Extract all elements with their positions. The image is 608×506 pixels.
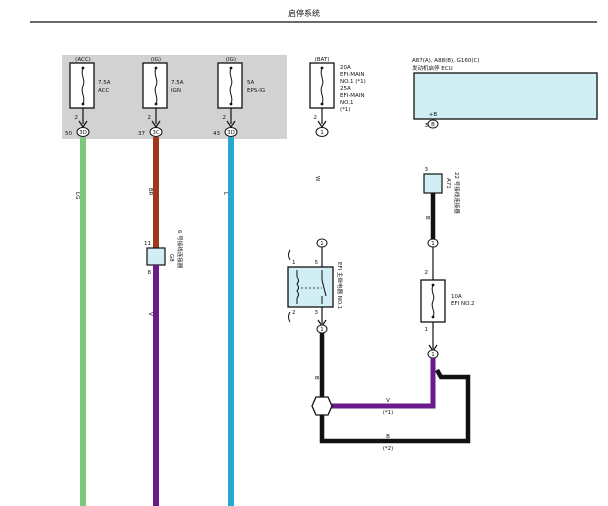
- svg-text:2: 2: [292, 310, 296, 316]
- wire-note: (*2): [383, 446, 394, 452]
- wire-b-return: [319, 368, 471, 444]
- svg-text:+B: +B: [429, 112, 438, 118]
- ecu-connector-codes: A87(A), A88(B), G160(C): [412, 58, 480, 64]
- connector-code: 3C: [152, 130, 159, 136]
- wire-note: (*1): [383, 410, 394, 416]
- connector-pin: 50: [65, 131, 72, 137]
- relay-name: EFI 主继电器 NO.1: [336, 262, 344, 309]
- svg-text:1: 1: [425, 327, 429, 333]
- fuse-name: EPS-IG: [247, 88, 265, 94]
- svg-text:1: 1: [320, 130, 324, 136]
- svg-text:B: B: [431, 122, 435, 128]
- svg-text:11: 11: [144, 241, 151, 247]
- svg-text:EFI-MAIN: EFI-MAIN: [340, 72, 365, 78]
- svg-text:1: 1: [292, 260, 296, 266]
- fuse-source-label: (IG): [151, 57, 161, 63]
- svg-text:5: 5: [315, 260, 319, 266]
- wire-label: B: [386, 434, 390, 440]
- junction-connector-a71: 3 A71 22 号接线连接器: [423, 167, 461, 214]
- fuse-element-icon: [320, 67, 324, 105]
- connector-code: 3D: [79, 130, 87, 136]
- wire-label: LG: [74, 192, 80, 199]
- svg-text:1: 1: [431, 352, 435, 358]
- fuse-ign: (IG) 7.5A IGN 2 37 3C: [138, 57, 184, 137]
- svg-text:8: 8: [148, 270, 152, 276]
- fuse-acc: (ACC) 7.5A ACC 2 50 3D: [65, 57, 111, 137]
- fuse-name: ACC: [98, 88, 110, 94]
- svg-text:20A: 20A: [340, 65, 351, 71]
- wire-v-splice: [331, 358, 436, 409]
- splice-point: [311, 396, 333, 416]
- svg-text:25A: 25A: [340, 86, 351, 92]
- fuse-element-icon: [154, 67, 158, 105]
- svg-text:(*1): (*1): [340, 107, 351, 113]
- svg-text:3: 3: [315, 310, 319, 316]
- connector-name: 6 号接线连接器: [176, 230, 184, 269]
- efi-main-relay: 1 1 5 2 3 EFI 主继电器 NO.1 1: [287, 238, 344, 334]
- svg-text:EFI-MAIN: EFI-MAIN: [340, 93, 365, 99]
- wire-label: V: [147, 312, 153, 316]
- page-title: 启停系统: [288, 8, 320, 18]
- fuse-pin: 2: [75, 115, 79, 121]
- fuse-source-label: (ACC): [75, 57, 91, 63]
- junction-connector-g8: 11 8 G8 6 号接线连接器: [144, 230, 184, 276]
- svg-text:2: 2: [314, 115, 318, 121]
- connector-pin: 43: [213, 131, 220, 137]
- engine-stop-start-ecu: A87(A), A88(B), G160(C) 发动机启停 ECU +B 3 B: [412, 58, 598, 129]
- svg-text:(BAT): (BAT): [315, 57, 330, 63]
- fuse-name: IGN: [171, 88, 181, 94]
- ecu-name: 发动机启停 ECU: [412, 64, 453, 72]
- fuse-element-icon: [229, 67, 233, 105]
- connector-code: G8: [168, 254, 174, 262]
- svg-text:NO.1: NO.1: [340, 100, 353, 106]
- relay-switch-icon: [321, 279, 327, 297]
- connector-code: A71: [445, 178, 451, 189]
- fuse-efi-main: (BAT) 20A EFI-MAIN NO.1 (*1) 25A EFI-MAI…: [309, 57, 366, 137]
- svg-text:1: 1: [320, 327, 324, 333]
- wire-label: W: [314, 176, 320, 182]
- fuse-element-icon: [81, 67, 85, 105]
- relay-coil-icon: [296, 276, 299, 299]
- wire-label: L: [222, 192, 228, 196]
- svg-text:EFI NO.2: EFI NO.2: [451, 301, 474, 307]
- fuse-rating: 7.5A: [98, 80, 111, 86]
- svg-text:B: B: [424, 216, 430, 220]
- fuse-rating: 7.5A: [171, 80, 184, 86]
- wire-label: V: [386, 398, 390, 404]
- fuse-rating: 5A: [247, 80, 254, 86]
- svg-text:3: 3: [425, 167, 429, 173]
- fuse-efi-no2: 2 10A EFI NO.2 1 1: [420, 247, 474, 359]
- svg-text:1: 1: [320, 241, 324, 247]
- svg-text:10A: 10A: [451, 294, 462, 300]
- fuse-eps-ig: (IG) 5A EPS-IG 2 43 3D: [213, 57, 265, 137]
- fuse-pin: 2: [223, 115, 227, 121]
- connector-pin: 37: [138, 131, 145, 137]
- fuse-pin: 2: [148, 115, 152, 121]
- svg-text:1: 1: [431, 241, 435, 247]
- fuse-box-panel: [62, 55, 287, 139]
- svg-text:NO.1 (*1): NO.1 (*1): [340, 79, 366, 85]
- wire-label: BR: [147, 188, 153, 196]
- svg-text:2: 2: [425, 270, 429, 276]
- svg-text:3: 3: [425, 123, 429, 129]
- connector-code: 3D: [227, 130, 235, 136]
- connector-name: 22 号接线连接器: [453, 172, 461, 214]
- svg-text:B: B: [313, 376, 319, 380]
- fuse-element-icon: [431, 284, 435, 318]
- fuse-source-label: (IG): [226, 57, 236, 63]
